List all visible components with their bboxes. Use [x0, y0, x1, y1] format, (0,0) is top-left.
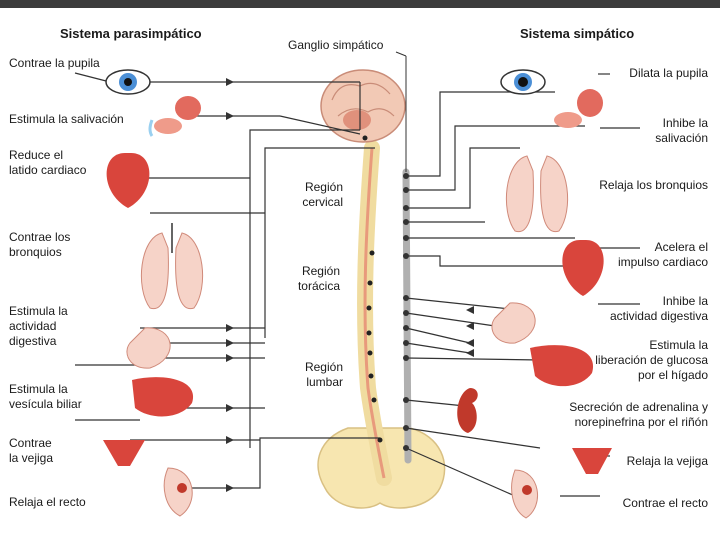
heart-icon-right [562, 240, 604, 296]
left-label-saliva: Estimula la salivación [9, 112, 124, 126]
liver-icon-right [530, 345, 594, 387]
bladder-icon-right [572, 448, 612, 474]
brainstem-shape [343, 110, 371, 130]
label-region-cervical: Región cervical [302, 180, 343, 209]
right-synapse-markers [403, 173, 474, 451]
stomach-icon-right [491, 302, 536, 344]
label-region-thoracic: Región torácica [297, 264, 340, 293]
liver-icon [132, 377, 194, 417]
label-region-lumbar: Región lumbar [304, 360, 343, 389]
salivary-gland-icon-right [554, 89, 603, 128]
right-label-digest: Inhibe la actividad digestiva [609, 294, 708, 323]
label-ganglion: Ganglio simpático [288, 38, 384, 52]
left-synapse-markers [226, 78, 234, 492]
right-label-saliva: Inhibe la salivación [655, 116, 708, 145]
left-label-heart: Reduce el latido cardiaco [9, 148, 87, 177]
left-label-bladder: Contrae la vejiga [9, 436, 54, 465]
heart-icon [106, 153, 150, 208]
left-label-digest: Estimula la actividad digestiva [9, 304, 68, 348]
left-nerve-trunk [249, 129, 360, 448]
brain-shape [320, 69, 406, 143]
kidney-icon [457, 388, 478, 433]
left-label-bronchi: Contrae los bronquios [9, 230, 71, 259]
left-label-rectum: Relaja el recto [9, 495, 86, 509]
salivary-gland-icon [148, 96, 201, 137]
right-label-bladder: Relaja la vejiga [626, 454, 708, 468]
right-connectors [405, 73, 640, 497]
lungs-icon [140, 223, 204, 310]
right-label-liver: Estimula la liberación de glucosa por el… [595, 338, 708, 382]
left-label-gall: Estimula la vesícula biliar [9, 382, 82, 411]
top-bar [0, 0, 720, 8]
lungs-icon-right [505, 155, 569, 233]
nervous-system-diagram: Sistema parasimpático Sistema simpático … [0, 8, 720, 540]
left-label-pupil: Contrae la pupila [9, 56, 100, 70]
right-label-bronchi: Relaja los bronquios [599, 178, 708, 192]
header-sympathetic: Sistema simpático [520, 26, 635, 41]
cord-dots [362, 135, 383, 443]
spinal-cord [363, 147, 386, 479]
eye-icon [105, 69, 151, 95]
left-connectors [74, 72, 361, 441]
right-label-kidney: Secreción de adrenalina y norepinefrina … [569, 400, 708, 429]
stomach-icon [126, 327, 171, 369]
header-parasympathetic: Sistema parasimpático [60, 26, 202, 41]
rectum-icon [163, 467, 193, 517]
bladder-icon [103, 440, 145, 466]
right-label-pupil: Dilata la pupila [629, 66, 708, 80]
right-label-rectum: Contrae el recto [622, 496, 708, 510]
rectum-icon-right [511, 469, 539, 519]
eye-icon-right [500, 69, 546, 95]
ganglion-chain [402, 168, 412, 464]
right-label-heart: Acelera el impulso cardiaco [617, 240, 708, 269]
diagram-graphics [74, 51, 640, 519]
